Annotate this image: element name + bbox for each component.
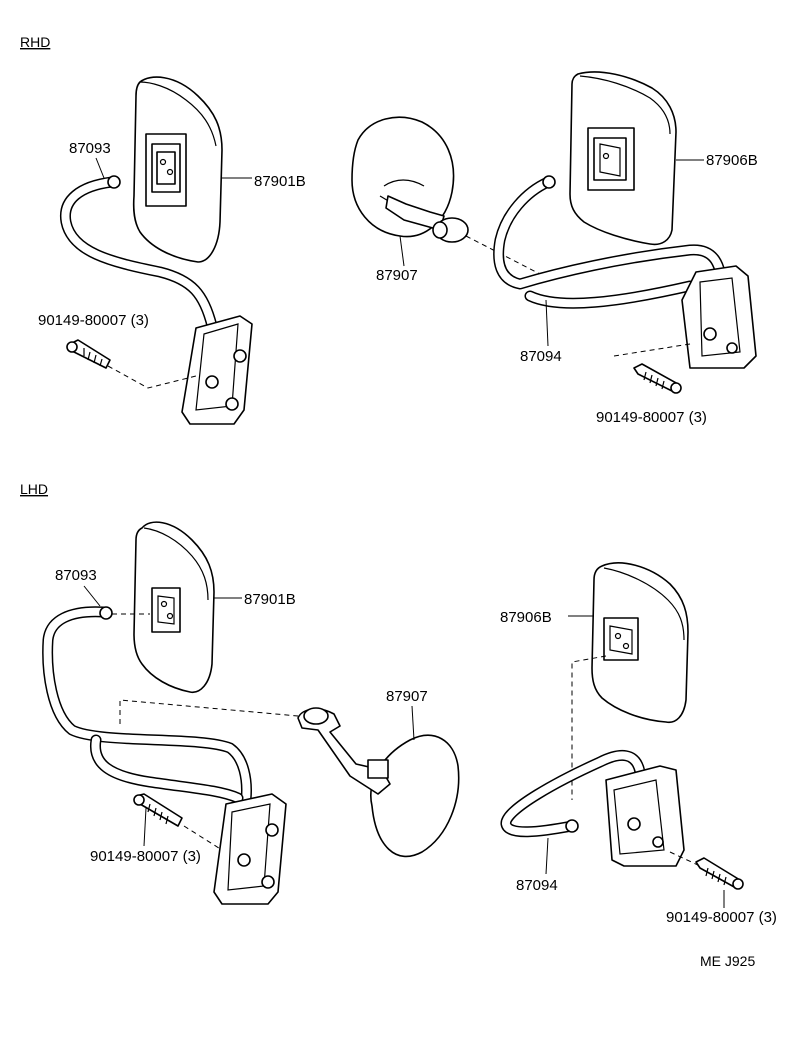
leader-lhd-87094 bbox=[545, 837, 549, 875]
leader-lhd-87907 bbox=[411, 705, 415, 741]
label-rhd-87907: 87907 bbox=[376, 267, 418, 284]
rhd-rod-87094 bbox=[493, 175, 728, 309]
label-lhd-bolt-right: 90149-80007 (3) bbox=[666, 909, 777, 926]
label-lhd-87901b: 87901B bbox=[244, 591, 296, 608]
lhd-left-bolt-guide bbox=[183, 825, 223, 851]
lhd-round-mirror-guide bbox=[119, 699, 299, 724]
label-lhd-87094: 87094 bbox=[516, 877, 558, 894]
lhd-right-bracket bbox=[605, 765, 685, 867]
section-title-lhd: LHD bbox=[20, 481, 48, 497]
rhd-right-bolt bbox=[633, 363, 682, 394]
rhd-left-bolt bbox=[66, 339, 111, 369]
label-lhd-87907: 87907 bbox=[386, 688, 428, 705]
lhd-right-bolt-guide bbox=[669, 851, 701, 867]
label-rhd-bolt-left: 90149-80007 (3) bbox=[38, 312, 149, 329]
label-lhd-87906b: 87906B bbox=[500, 609, 552, 626]
rhd-round-mirror-87907 bbox=[351, 116, 469, 243]
label-rhd-87906b: 87906B bbox=[706, 152, 758, 169]
label-rhd-bolt-right: 90149-80007 (3) bbox=[596, 409, 707, 426]
rhd-right-bracket bbox=[681, 265, 757, 369]
leader-lhd-87093 bbox=[83, 585, 101, 607]
rhd-left-bolt-guide bbox=[107, 365, 197, 389]
reference-code: ME J925 bbox=[700, 953, 755, 969]
rhd-left-bracket bbox=[181, 315, 253, 425]
lhd-left-bracket bbox=[213, 793, 287, 905]
label-lhd-bolt-left: 90149-80007 (3) bbox=[90, 848, 201, 865]
rhd-right-bolt-guide bbox=[613, 343, 691, 357]
label-lhd-87093: 87093 bbox=[55, 567, 97, 584]
rhd-mirror-87901b bbox=[132, 76, 223, 263]
lhd-rod-87093 bbox=[42, 606, 252, 806]
leader-lhd-bolt-left bbox=[143, 807, 147, 847]
leader-rhd-87094 bbox=[545, 299, 549, 347]
rhd-round-mirror-guide bbox=[465, 235, 541, 275]
label-rhd-87094: 87094 bbox=[520, 348, 562, 365]
lhd-left-bolt bbox=[133, 793, 183, 827]
rhd-rod-87093 bbox=[59, 175, 218, 332]
section-title-rhd: RHD bbox=[20, 34, 50, 50]
lhd-round-mirror-87907 bbox=[297, 707, 460, 858]
lhd-rod-87094 bbox=[500, 750, 646, 838]
label-rhd-87093: 87093 bbox=[69, 140, 111, 157]
rhd-mirror-87906b bbox=[569, 71, 677, 246]
lhd-mirror-87906b bbox=[591, 562, 689, 724]
lhd-mirror-87901b bbox=[133, 521, 215, 693]
lhd-right-head-guide bbox=[571, 655, 607, 800]
label-rhd-87901b: 87901B bbox=[254, 173, 306, 190]
leader-rhd-87093 bbox=[95, 157, 105, 179]
leader-rhd-87907 bbox=[399, 235, 405, 267]
lhd-right-bolt bbox=[695, 857, 744, 890]
